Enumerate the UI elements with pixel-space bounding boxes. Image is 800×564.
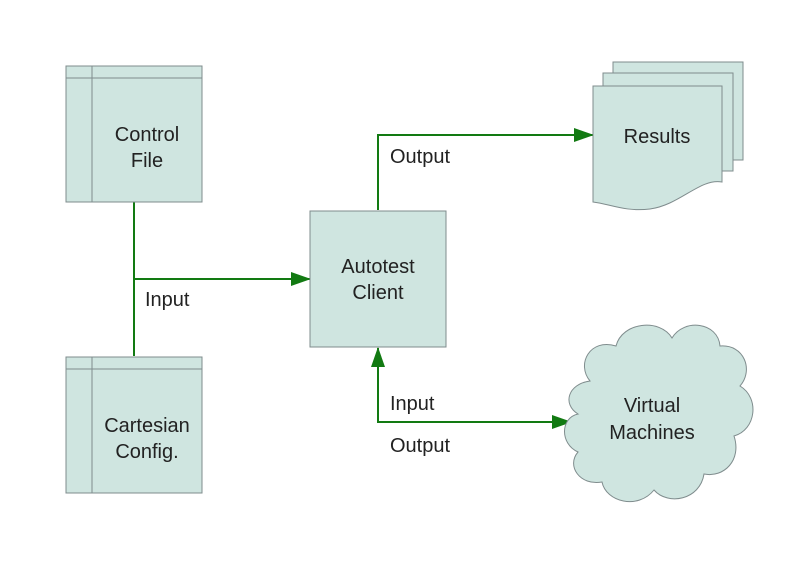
results-front-page xyxy=(592,85,723,211)
virtual-machines-label-line2: Machines xyxy=(609,422,695,444)
virtual-machines-label-line1: Virtual xyxy=(624,395,680,417)
results-node: Results xyxy=(592,61,744,211)
cartesian-config-label-line2: Config. xyxy=(115,441,178,463)
input-label-left: Input xyxy=(145,289,190,311)
edge-config-to-client: Input xyxy=(133,202,311,356)
autotest-client-label-line1: Autotest xyxy=(341,256,415,278)
output-label-vm: Output xyxy=(390,435,450,457)
edge-client-to-results: Output xyxy=(377,128,594,210)
autotest-client-label-line2: Client xyxy=(352,282,404,304)
output-label-results: Output xyxy=(390,146,450,168)
control-file-box xyxy=(65,65,203,203)
output-arrow-to-results xyxy=(377,128,594,210)
virtual-machines-cloud xyxy=(564,324,754,502)
edge-client-vm: Input Output xyxy=(371,347,572,457)
input-label-vm: Input xyxy=(390,393,435,415)
cartesian-config-box xyxy=(65,356,203,494)
control-file-node: Control File xyxy=(65,65,203,203)
cartesian-config-node: Cartesian Config. xyxy=(65,356,203,494)
control-file-label-line1: Control xyxy=(115,124,179,146)
results-label: Results xyxy=(624,126,691,148)
autotest-client-box xyxy=(309,210,447,348)
cartesian-config-label-line1: Cartesian xyxy=(104,415,190,437)
virtual-machines-node: Virtual Machines xyxy=(564,324,754,502)
control-file-label-line2: File xyxy=(131,150,163,172)
autotest-client-node: Autotest Client xyxy=(309,210,447,348)
